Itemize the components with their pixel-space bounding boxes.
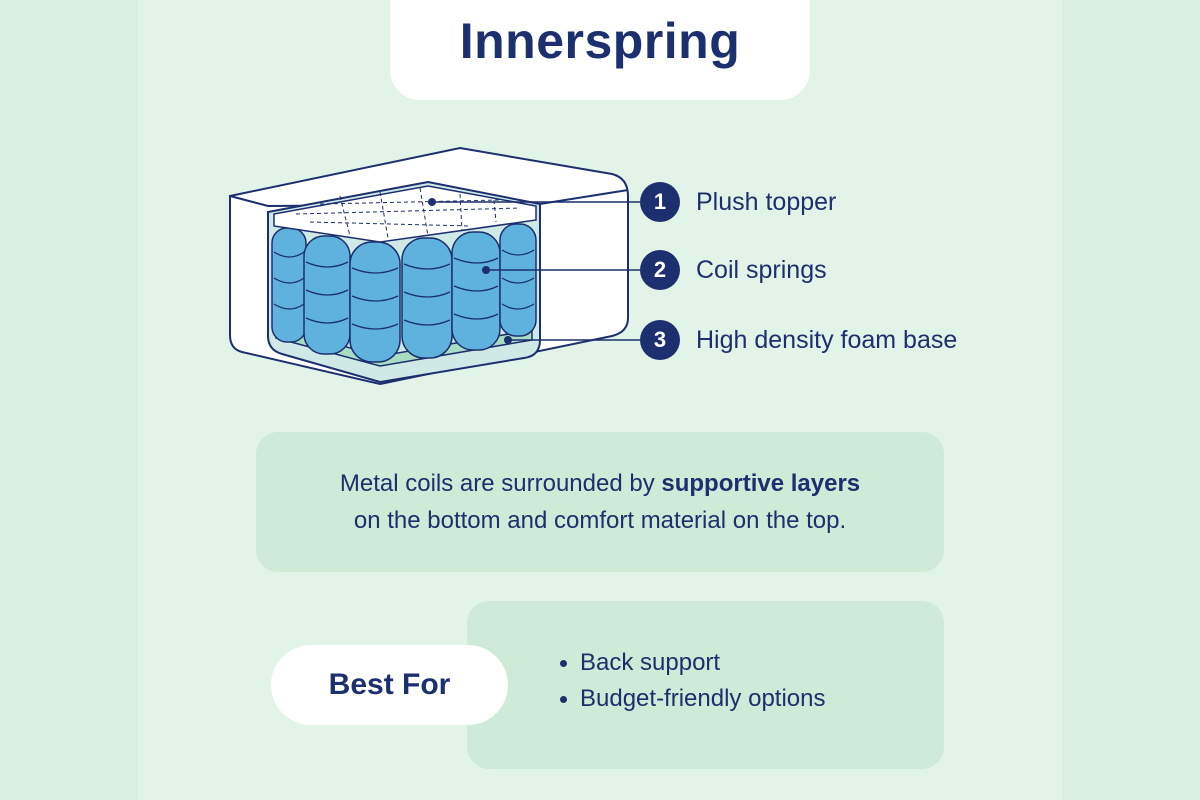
best-for-box [467,601,944,769]
callout-coil-springs: 2 Coil springs [640,250,827,290]
best-for-label: Best For [271,645,508,725]
leader-dot-3 [504,336,512,344]
coil [271,227,307,343]
description-line-1: Metal coils are surrounded by supportive… [340,465,860,502]
description-line-2: on the bottom and comfort material on th… [353,507,847,534]
callout-label: High density foam base [696,325,958,354]
description-text: Metal coils are surrounded by [339,470,662,497]
callout-label: Plush topper [696,187,837,216]
callout-plush-topper: 1 Plush topper [640,182,836,222]
number-badge: 2 [640,250,680,290]
best-for-list: Back support Budget-friendly options [560,645,825,717]
coil [401,237,453,359]
topper-quilting [295,187,521,239]
description-emphasis: supportive layers [661,470,861,497]
list-item: Budget-friendly options [560,681,825,717]
coil-turns [273,249,535,330]
page-title: Innerspring [459,13,741,69]
list-item-text: Budget-friendly options [580,685,826,712]
bullet-icon [560,659,567,667]
list-item-text: Back support [580,649,721,676]
list-item: Back support [560,645,825,681]
number-badge: 3 [640,320,680,360]
bullet-icon [560,695,567,703]
title-tab: Innerspring [390,0,810,100]
callout-label: Coil springs [696,255,827,284]
plush-topper-layer [273,185,537,243]
description-box: Metal coils are surrounded by supportive… [256,432,944,572]
leader-dot-1 [428,198,436,206]
mattress-diagram [229,146,640,386]
number-badge: 1 [640,182,680,222]
callout-foam-base: 3 High density foam base [640,320,957,360]
coil [349,241,401,363]
leader-dot-2 [482,266,490,274]
